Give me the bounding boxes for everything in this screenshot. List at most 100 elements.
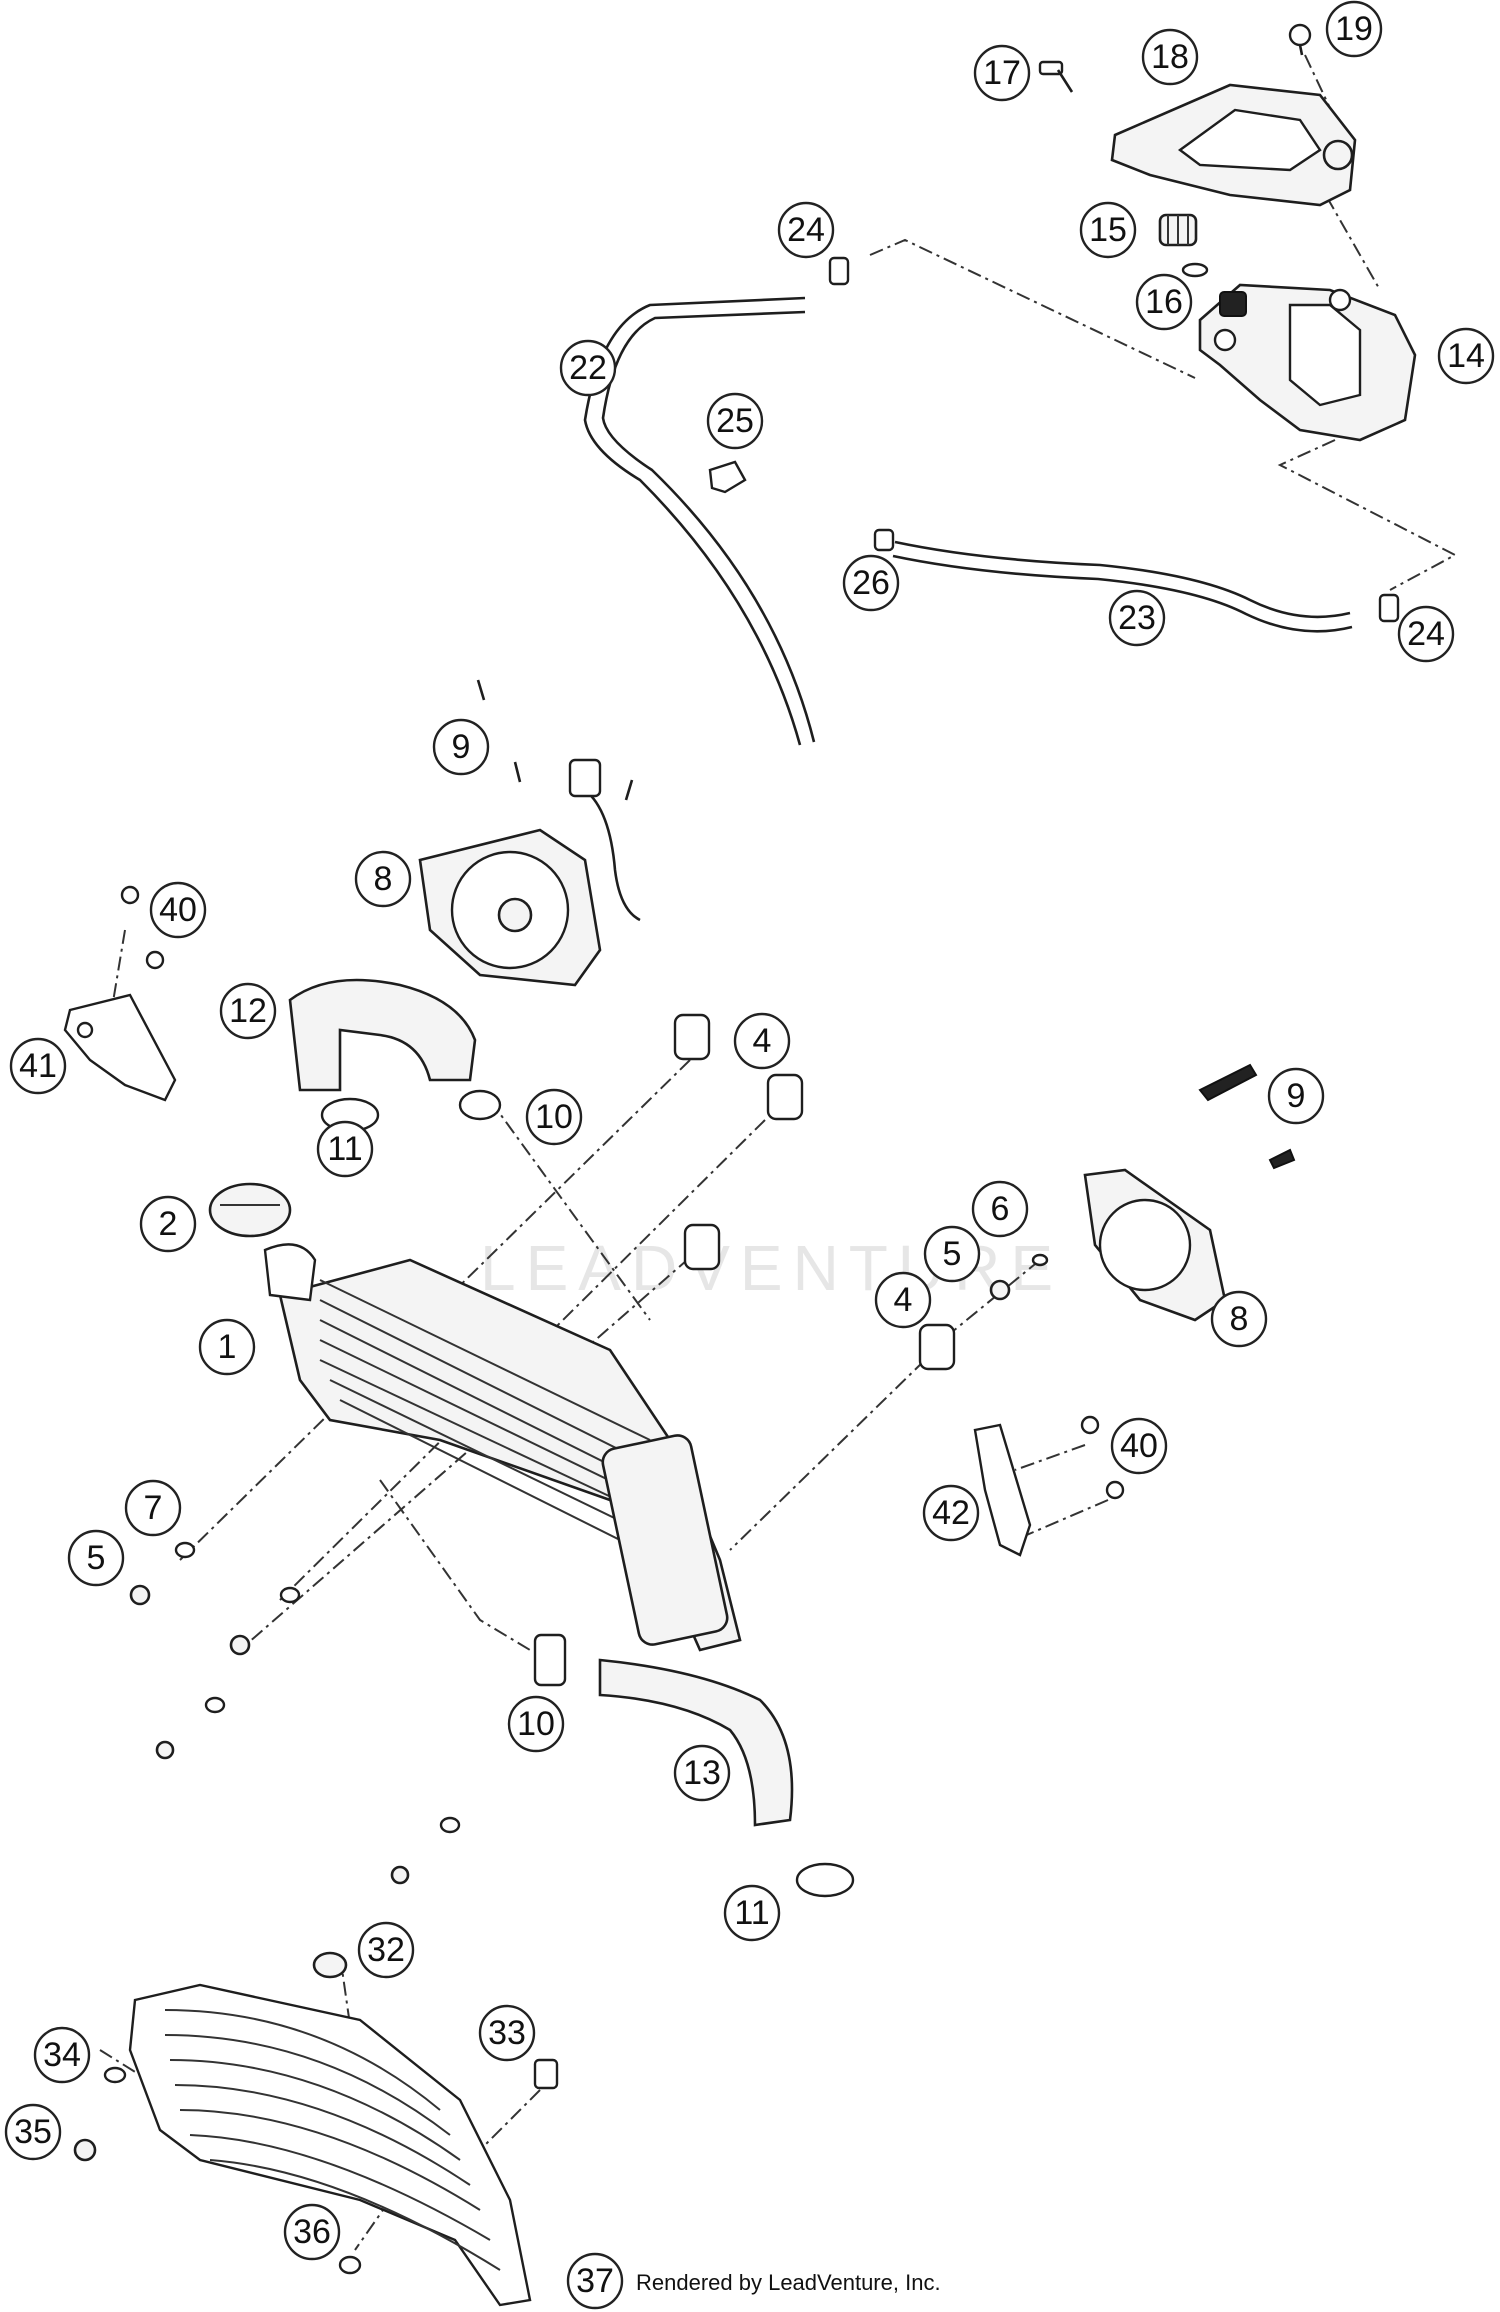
fan-assembly-left: [418, 758, 641, 987]
callout: 2: [139, 1195, 197, 1253]
bolts-40-right: [1080, 1415, 1125, 1500]
svg-text:12: 12: [229, 992, 267, 1030]
reservoir-cap: [1158, 213, 1198, 247]
callout: 37: [566, 2252, 624, 2310]
callout: 41: [9, 1037, 67, 1095]
svg-text:40: 40: [159, 891, 197, 929]
callout: 40: [1110, 1417, 1168, 1475]
callout: 26: [842, 554, 900, 612]
hose-clamp-24: [828, 256, 850, 286]
bracket-41: [63, 993, 177, 1102]
reservoir-cover: [1110, 83, 1357, 207]
svg-text:35: 35: [14, 2113, 52, 2151]
svg-text:15: 15: [1089, 211, 1127, 249]
hose-23: [892, 540, 1353, 633]
svg-text:36: 36: [293, 2213, 331, 2251]
callout: 17: [973, 44, 1031, 102]
hose-clamp-11-bottom: [795, 1862, 855, 1898]
svg-text:32: 32: [367, 1931, 405, 1969]
svg-text:9: 9: [1287, 1077, 1306, 1115]
callout: 9: [432, 718, 490, 776]
callout: 12: [219, 982, 277, 1040]
screw-9-right: [1198, 1063, 1296, 1170]
callout: 32: [357, 1921, 415, 1979]
svg-text:11: 11: [734, 1894, 769, 1932]
callout: 10: [507, 1695, 565, 1753]
svg-text:22: 22: [569, 349, 607, 387]
callout: 11: [723, 1884, 781, 1942]
hose-12: [288, 978, 477, 1092]
svg-text:2: 2: [159, 1205, 178, 1243]
callout: 24: [777, 201, 835, 259]
bolt-17: [1038, 60, 1074, 93]
svg-text:5: 5: [943, 1235, 962, 1273]
washers-left: [129, 1541, 301, 1760]
callout: 19: [1325, 0, 1383, 58]
svg-text:10: 10: [517, 1705, 555, 1743]
svg-text:42: 42: [932, 1494, 970, 1532]
callout: 4: [733, 1012, 791, 1070]
svg-text:8: 8: [1230, 1300, 1249, 1338]
svg-text:1: 1: [218, 1328, 237, 1366]
svg-text:33: 33: [488, 2014, 526, 2052]
hose-13: [598, 1658, 794, 1827]
callout: 11: [316, 1120, 374, 1178]
svg-text:10: 10: [535, 1098, 573, 1136]
hose-clip-25: [708, 460, 747, 494]
hose-clamp-24b: [1378, 593, 1400, 623]
callout: 10: [525, 1088, 583, 1146]
nuts-bottom: [390, 1816, 461, 1885]
bolt-19: [1288, 23, 1312, 56]
svg-text:8: 8: [374, 860, 393, 898]
svg-text:24: 24: [1407, 615, 1445, 653]
svg-text:25: 25: [716, 402, 754, 440]
svg-text:11: 11: [327, 1130, 362, 1168]
clip-33: [533, 2058, 559, 2090]
washers-right: [989, 1253, 1049, 1301]
svg-text:7: 7: [144, 1489, 163, 1527]
svg-text:13: 13: [683, 1754, 721, 1792]
hose-clamp-10-bottom: [533, 1633, 567, 1687]
washer-34: [103, 2066, 127, 2084]
radiator-grille: [128, 1983, 532, 2307]
callout: 34: [33, 2026, 91, 2084]
callout: 24: [1397, 605, 1455, 663]
callout: 15: [1079, 201, 1137, 259]
svg-text:26: 26: [852, 564, 890, 602]
callout: 42: [922, 1484, 980, 1542]
callout: 35: [4, 2103, 62, 2161]
render-credit: Rendered by LeadVenture, Inc.: [636, 2270, 941, 2295]
callout: 7: [124, 1479, 182, 1537]
svg-text:40: 40: [1120, 1427, 1158, 1465]
callout: 5: [923, 1225, 981, 1283]
bolt-36: [338, 2255, 362, 2275]
callout: 33: [478, 2004, 536, 2062]
hose-clamp-10-top: [458, 1089, 502, 1121]
callout: 8: [1210, 1290, 1268, 1348]
bracket-42: [973, 1423, 1032, 1557]
svg-text:24: 24: [787, 211, 825, 249]
callout: 23: [1108, 589, 1166, 647]
hose-clip-26: [873, 528, 895, 552]
radiator-cap: [208, 1182, 292, 1238]
callout: 14: [1437, 327, 1495, 385]
callout: 18: [1141, 28, 1199, 86]
svg-text:14: 14: [1447, 337, 1485, 375]
reservoir-seal: [1181, 262, 1209, 278]
svg-text:4: 4: [753, 1022, 772, 1060]
svg-text:41: 41: [19, 1047, 57, 1085]
svg-text:18: 18: [1151, 38, 1189, 76]
svg-text:17: 17: [983, 54, 1021, 92]
rubber-mounts-4: [673, 1013, 956, 1371]
bolts-40-left: [120, 885, 165, 970]
callout: 13: [673, 1744, 731, 1802]
svg-text:19: 19: [1335, 10, 1373, 48]
callout: 6: [971, 1180, 1029, 1238]
callout: 5: [67, 1529, 125, 1587]
svg-text:5: 5: [87, 1539, 106, 1577]
hose-22: [583, 296, 816, 746]
callout: 16: [1135, 273, 1193, 331]
screw-9-top: [476, 679, 634, 801]
svg-text:37: 37: [576, 2262, 614, 2300]
